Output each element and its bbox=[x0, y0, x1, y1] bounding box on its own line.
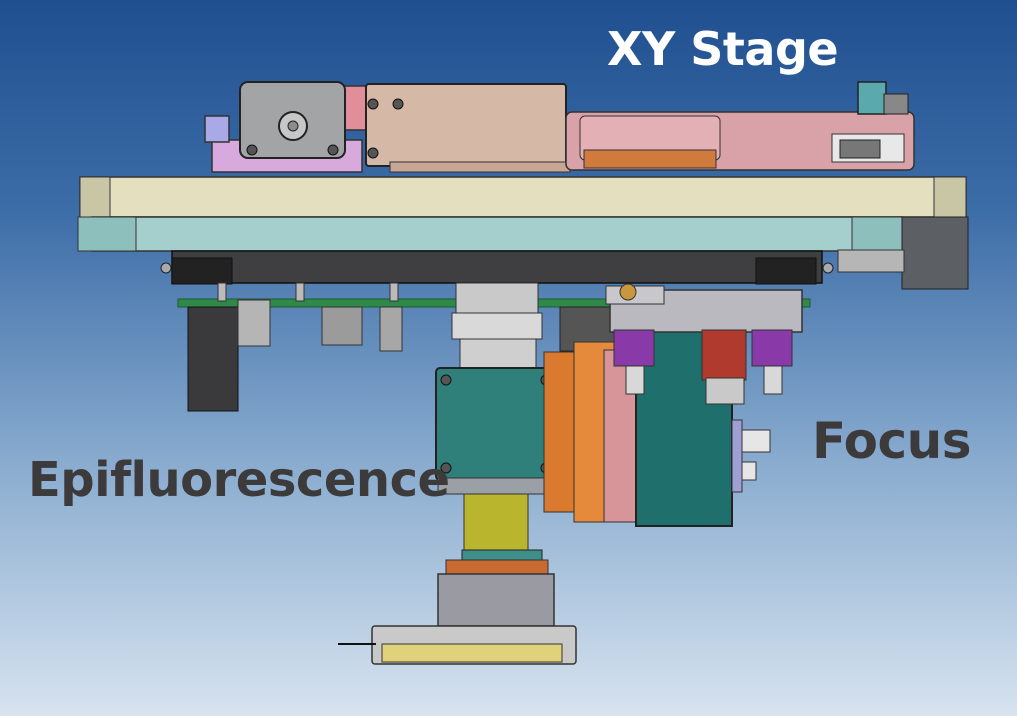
focus-assembly bbox=[543, 283, 803, 527]
stage-plate bbox=[77, 176, 969, 290]
optical-column bbox=[338, 282, 577, 665]
epifluorescence-label: Epifluorescence bbox=[28, 452, 450, 508]
xy-stage-label: XY Stage bbox=[607, 22, 839, 76]
xy-stage-assembly bbox=[204, 81, 915, 173]
focus-label: Focus bbox=[812, 412, 971, 470]
mount-block bbox=[160, 250, 834, 285]
